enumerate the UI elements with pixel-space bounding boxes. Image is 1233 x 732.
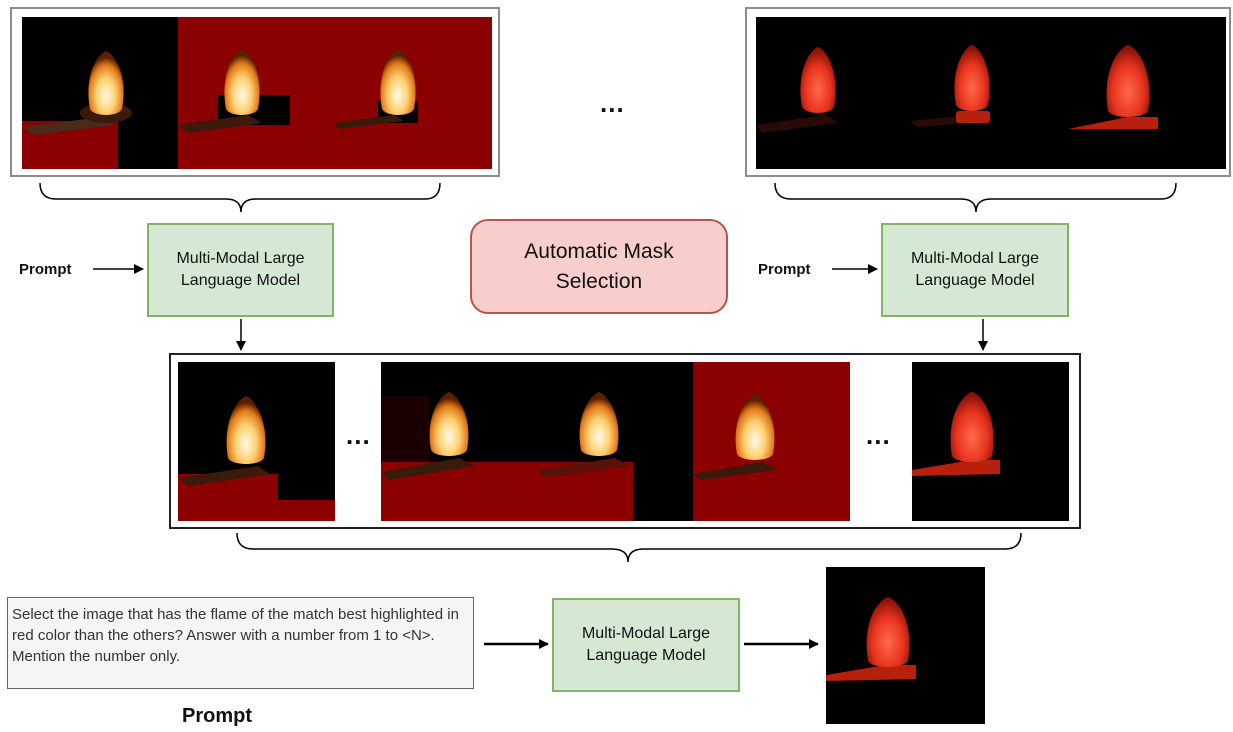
strip-ellipsis-left: ... [346, 420, 371, 450]
right-mllm-box: Multi-Modal Large Language Model [881, 223, 1069, 317]
candidate-image-c [693, 362, 850, 521]
top-left-image-3 [334, 17, 492, 169]
selected-output-image [826, 567, 985, 724]
strip-brace [236, 532, 1022, 563]
top-left-image-2 [178, 17, 334, 169]
candidate-image-first [178, 362, 335, 521]
top-right-image-1 [756, 17, 910, 169]
bottom-prompt-caption: Prompt [182, 705, 252, 727]
bottom-prompt-box: Select the image that has the flame of t… [7, 597, 474, 689]
candidate-image-b [537, 362, 693, 521]
candidate-image-last [912, 362, 1069, 521]
bottom-mllm-box: Multi-Modal Large Language Model [552, 598, 740, 692]
top-ellipsis: ... [600, 88, 625, 118]
strip-ellipsis-right: ... [866, 420, 891, 450]
automatic-mask-selection-box: Automatic Mask Selection [470, 219, 728, 314]
top-left-brace [39, 182, 441, 213]
top-right-image-3 [1068, 17, 1226, 169]
candidate-image-a [381, 362, 537, 521]
right-prompt-label: Prompt [758, 261, 811, 278]
top-left-image-1 [22, 17, 178, 169]
left-mllm-box: Multi-Modal Large Language Model [147, 223, 334, 317]
left-prompt-label: Prompt [19, 261, 72, 278]
top-right-image-2 [910, 17, 1068, 169]
top-right-brace [774, 182, 1177, 213]
